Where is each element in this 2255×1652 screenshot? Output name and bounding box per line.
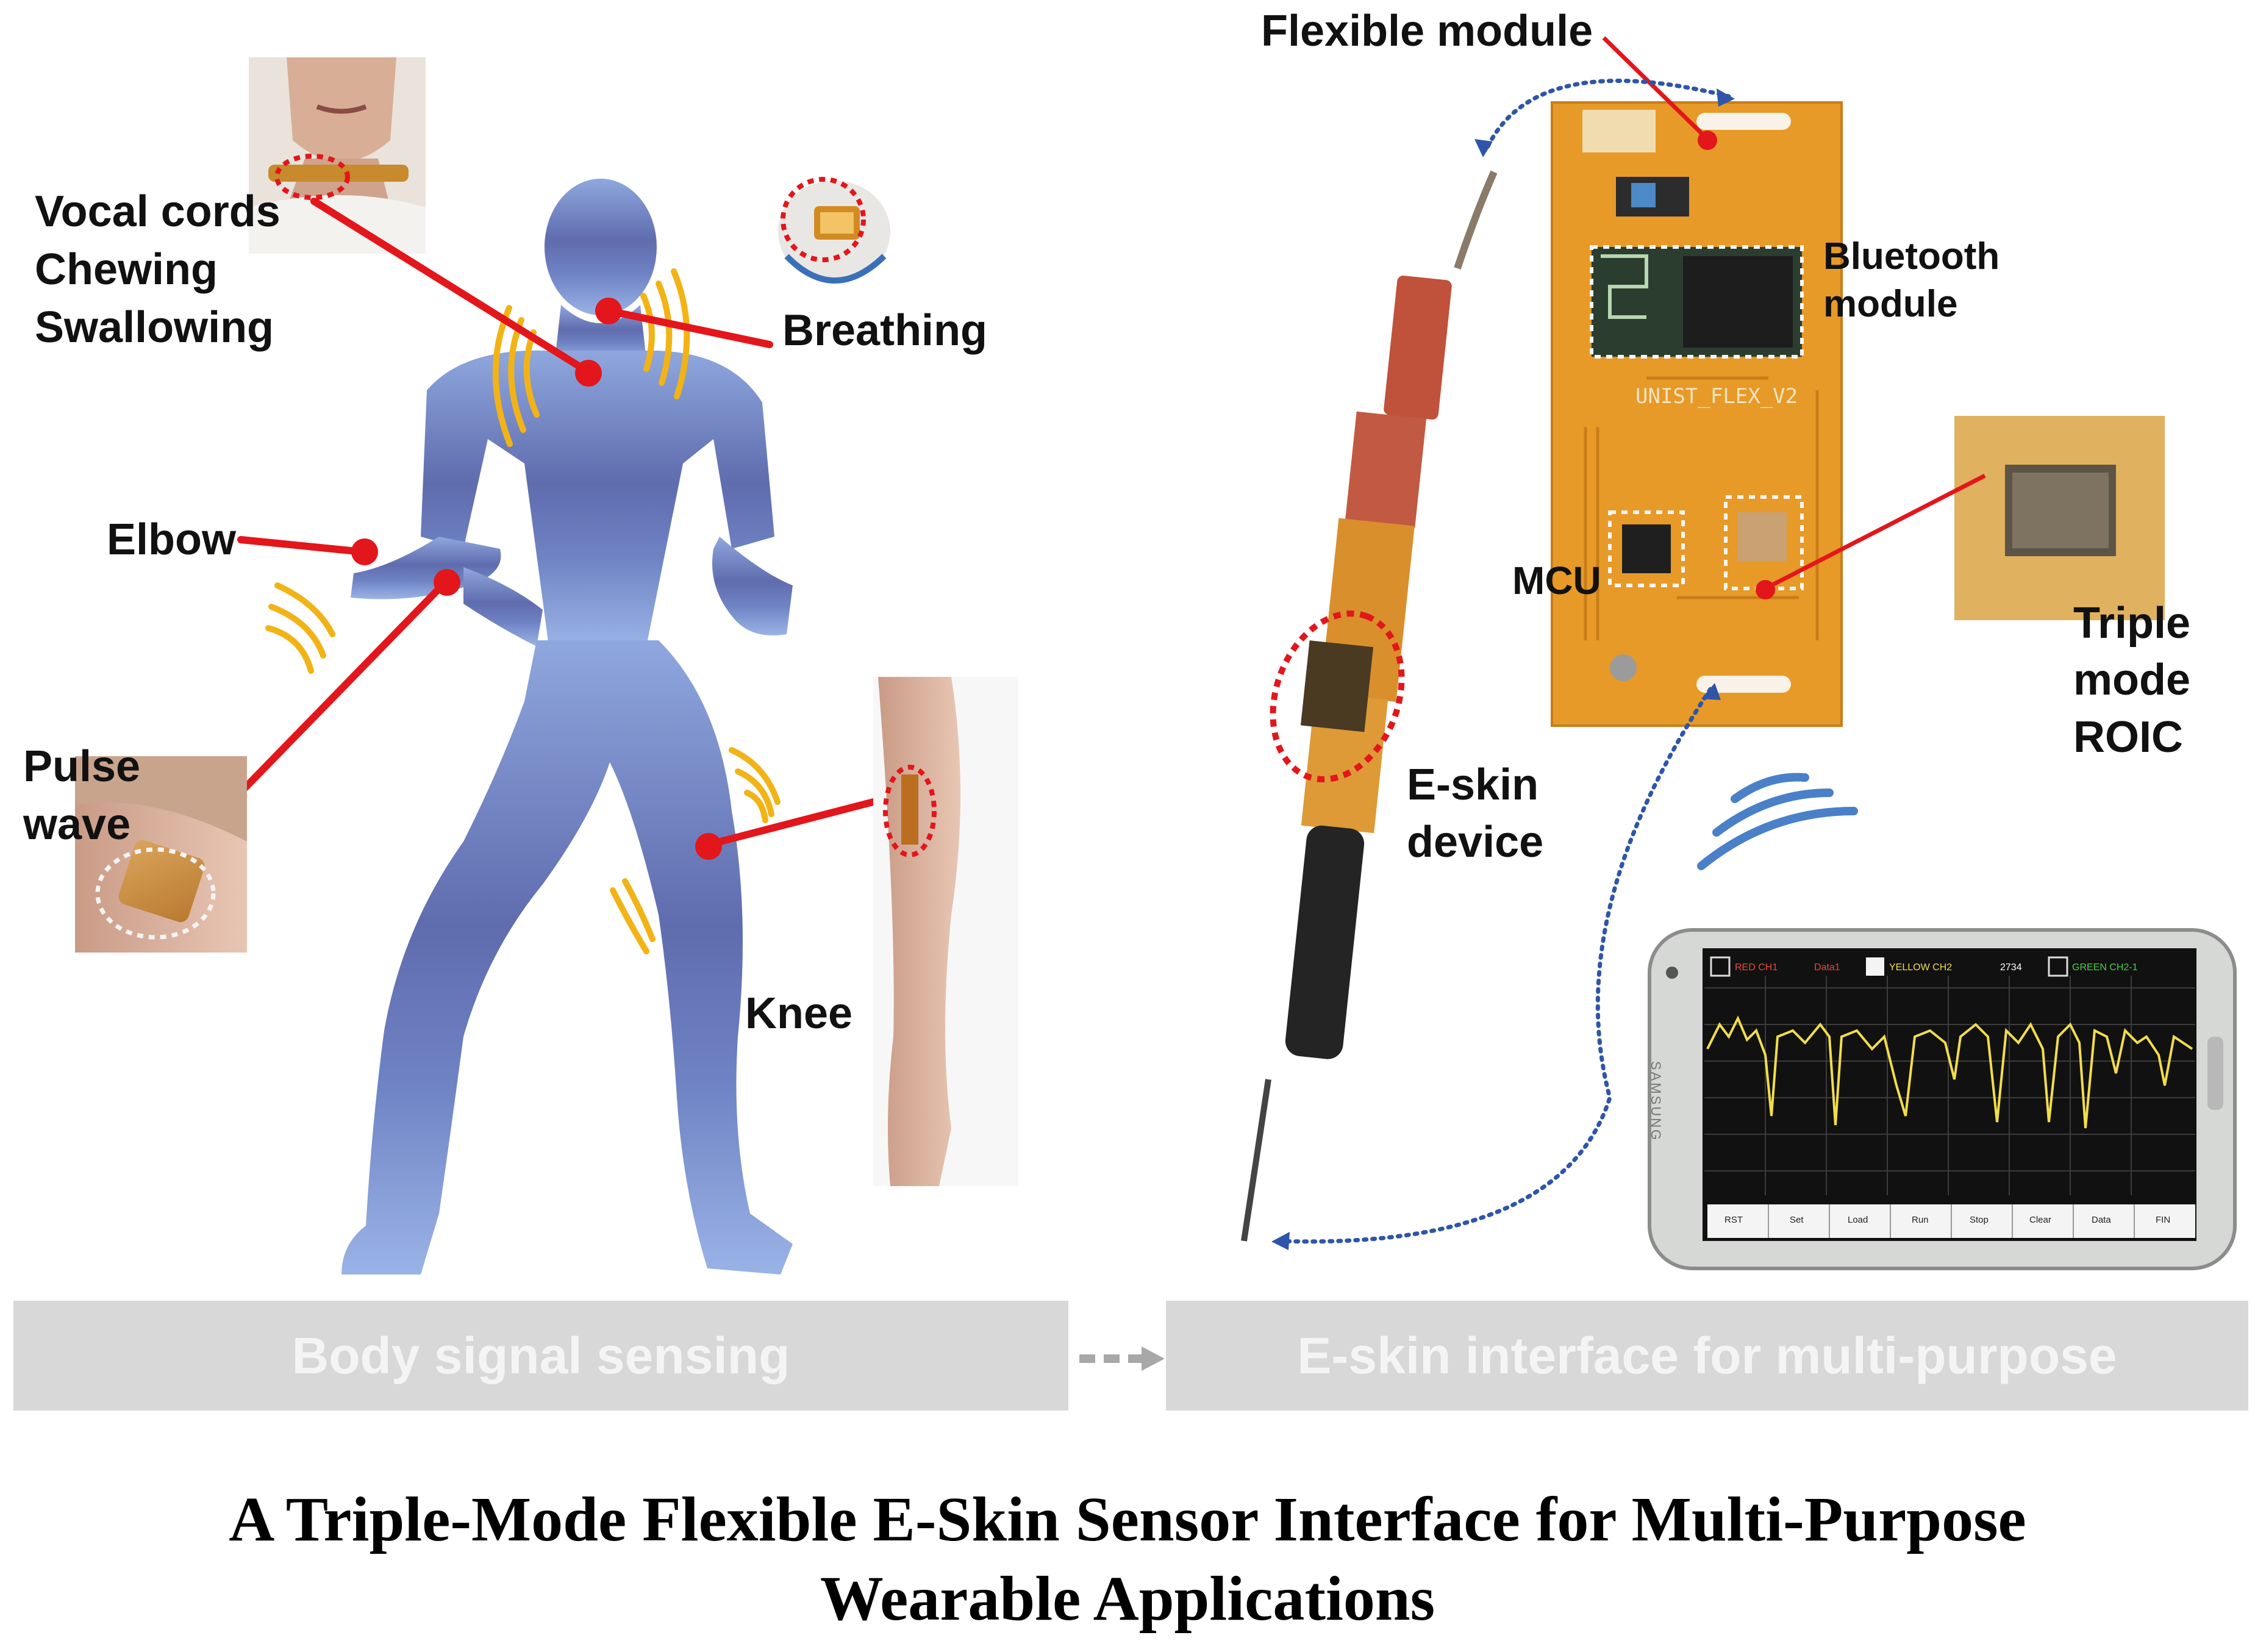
phone-btn-data: Data bbox=[2092, 1215, 2111, 1225]
phone-data1: Data1 bbox=[1814, 962, 1840, 973]
label-chewing: Chewing bbox=[35, 245, 218, 294]
phone-button-bar bbox=[1707, 1204, 2195, 1238]
caption-line-1: A Triple-Mode Flexible E-Skin Sensor Int… bbox=[229, 1484, 2026, 1554]
phone-brand: SAMSUNG bbox=[1648, 1061, 1664, 1142]
phone-checkboxes bbox=[1710, 956, 2068, 977]
label-mcu: MCU bbox=[1512, 559, 1601, 603]
sensor-points bbox=[351, 298, 722, 860]
pcb-board bbox=[1551, 101, 1843, 727]
smartphone bbox=[1648, 928, 2237, 1270]
wrist-photo bbox=[75, 756, 247, 953]
leg-photo bbox=[873, 677, 1018, 1186]
neck-photo bbox=[249, 57, 426, 254]
phone-toggle-red: RED CH1 bbox=[1735, 962, 1778, 973]
label-roic: ROIC bbox=[2073, 713, 2183, 762]
module-leader bbox=[1602, 36, 1709, 141]
human-figure bbox=[341, 179, 793, 1275]
mask-photo bbox=[778, 177, 890, 284]
phone-toggle-yellow: YELLOW CH2 bbox=[1889, 962, 1953, 973]
phone-btn-stop: Stop bbox=[1970, 1215, 1989, 1225]
phone-btn-clear: Clear bbox=[2029, 1215, 2051, 1225]
phone-btn-rst: RST bbox=[1724, 1215, 1743, 1225]
phone-btn-load: Load bbox=[1848, 1215, 1868, 1225]
label-elbow: Elbow bbox=[107, 515, 236, 564]
label-breathing: Breathing bbox=[782, 306, 988, 355]
roic-photo bbox=[1954, 416, 2165, 620]
band-eskin-interface: E-skin interface for multi-purpose bbox=[1166, 1301, 2248, 1411]
phone-counter: 2734 bbox=[2000, 962, 2022, 973]
module-point bbox=[1698, 131, 1717, 150]
phone-btn-set: Set bbox=[1790, 1215, 1804, 1225]
label-knee: Knee bbox=[745, 989, 853, 1038]
label-pulse: Pulse bbox=[23, 742, 141, 791]
label-swallowing: Swallowing bbox=[35, 303, 274, 352]
label-mode: mode bbox=[2073, 656, 2191, 704]
label-triple: Triple bbox=[2073, 599, 2191, 648]
label-bluetooth-module: module bbox=[1823, 283, 1958, 325]
phone-toggle-green: GREEN CH2-1 bbox=[2072, 962, 2138, 973]
eskin-device bbox=[1241, 170, 1498, 1242]
label-device: device bbox=[1407, 818, 1544, 867]
signal-trace bbox=[1706, 1015, 2193, 1129]
leader-lines bbox=[213, 198, 877, 848]
caption-line-2: Wearable Applications bbox=[820, 1564, 1435, 1634]
label-e-skin: E-skin bbox=[1407, 760, 1539, 809]
band-arrow bbox=[1079, 1346, 1165, 1371]
phone-btn-fin: FIN bbox=[2156, 1215, 2171, 1225]
phone-btn-run: Run bbox=[1912, 1215, 1929, 1225]
label-flexible-module: Flexible module bbox=[1261, 7, 1593, 55]
roic-leader bbox=[1764, 473, 1986, 591]
arrow-heads bbox=[1271, 88, 1735, 1250]
pcb-name: UNIST_FLEX_V2 bbox=[1635, 384, 1798, 409]
label-bluetooth: Bluetooth bbox=[1823, 235, 2000, 277]
signal-waves bbox=[1697, 773, 1858, 870]
dotted-arrows bbox=[1275, 78, 1731, 1244]
label-wave: wave bbox=[23, 800, 131, 849]
label-vocal-cords: Vocal cords bbox=[35, 187, 281, 236]
roic-point bbox=[1756, 580, 1775, 599]
vibration-waves bbox=[265, 268, 781, 954]
band-body-signal: Body signal sensing bbox=[13, 1301, 1068, 1411]
